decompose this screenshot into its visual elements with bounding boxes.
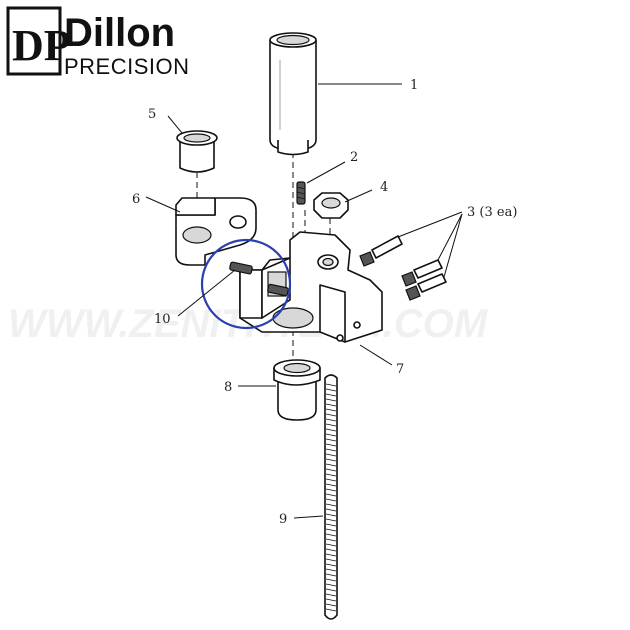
dillon-logo: DP Dillon PRECISION <box>6 6 190 79</box>
callout-4: 4 <box>380 180 388 195</box>
callout-2: 2 <box>350 150 358 165</box>
logo-name: Dillon <box>64 11 175 55</box>
part-10-pins <box>229 261 289 297</box>
callout-5: 5 <box>148 107 156 122</box>
leader-lines <box>145 83 463 519</box>
part-1-sleeve <box>269 32 317 156</box>
callout-6: 6 <box>132 192 140 207</box>
part-5-bushing <box>176 130 218 173</box>
callout-10: 10 <box>154 312 171 327</box>
logo-tagline: PRECISION <box>64 54 190 79</box>
callout-labels: 1 2 3 (3 ea) 4 5 6 7 8 9 10 <box>132 78 517 527</box>
callout-1: 1 <box>410 78 418 93</box>
part-6-bracket <box>175 197 257 266</box>
rod-threads <box>325 383 337 612</box>
cap-screw-b <box>401 259 443 287</box>
highlight-circle <box>200 238 292 330</box>
cap-screw-c <box>405 273 447 301</box>
part-2-set-screw <box>296 181 306 205</box>
callout-7: 7 <box>396 362 404 377</box>
part-8-lower-bushing <box>273 359 321 421</box>
part-4-nut <box>313 192 349 219</box>
part-3-cap-screws <box>359 235 447 301</box>
logo-monogram: DP <box>12 21 71 70</box>
callout-9: 9 <box>279 512 287 527</box>
callout-8: 8 <box>224 380 232 395</box>
part-9-threaded-rod <box>324 374 338 620</box>
callout-3: 3 (3 ea) <box>467 205 517 220</box>
logo-frame <box>6 6 62 76</box>
cap-screw-a <box>359 235 403 267</box>
